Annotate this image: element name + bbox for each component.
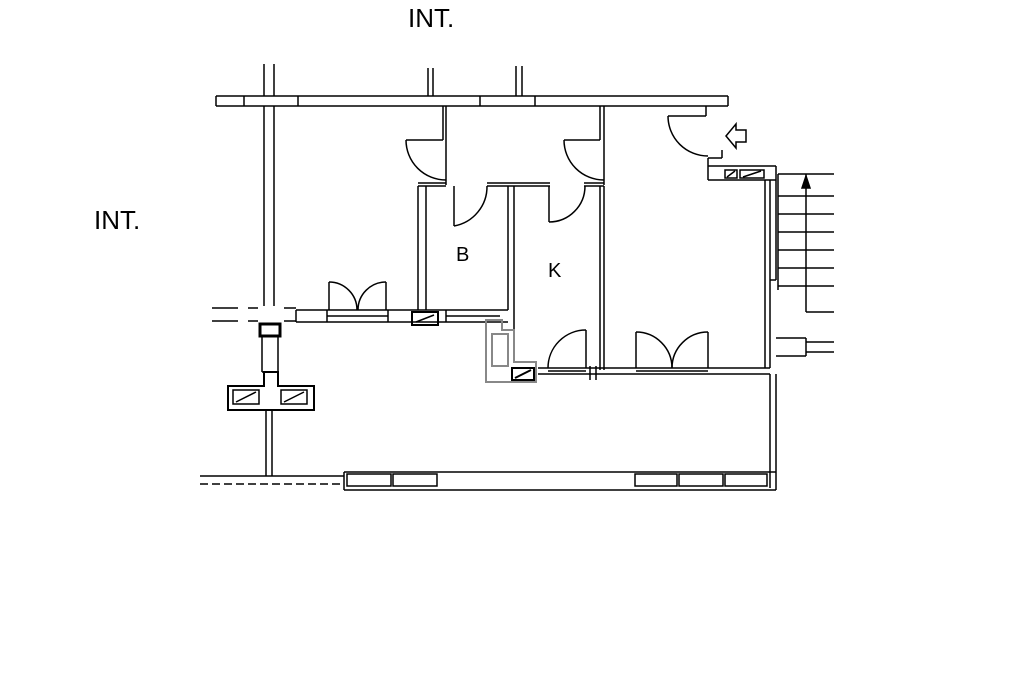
room-b-door [453,185,488,227]
left-vertical-wall [263,106,275,306]
room-b-walls [417,182,550,330]
corridor-door-2 [563,106,605,185]
middle-wall [295,309,508,323]
right-wall-fixtures [724,169,765,179]
room-k-door [548,185,586,223]
corridor-door-1 [405,106,447,185]
stair [777,173,834,313]
left-zone-label: INT. [94,205,140,235]
shaft-fixture [485,319,537,383]
lower-partition-wall [538,366,770,380]
entrance-door [667,106,709,157]
arrow-left-icon [725,121,747,151]
right-exterior-wall [707,150,777,490]
right-step [776,337,834,357]
upper-columns [263,64,523,96]
room-k-label: K [548,260,562,282]
double-door-right [635,331,709,369]
bottom-windows [346,473,768,487]
lower-k-door [547,329,587,369]
left-dashed-wall [212,307,296,322]
room-b-label: B [456,244,469,266]
double-door-left [328,281,387,311]
top-zone-label: INT. [408,3,454,33]
room-k-walls [584,182,605,370]
lower-left-column [227,322,315,476]
top-corridor-wall [215,95,729,107]
arrow-up-icon [800,173,812,189]
wall-fixture [411,311,439,326]
